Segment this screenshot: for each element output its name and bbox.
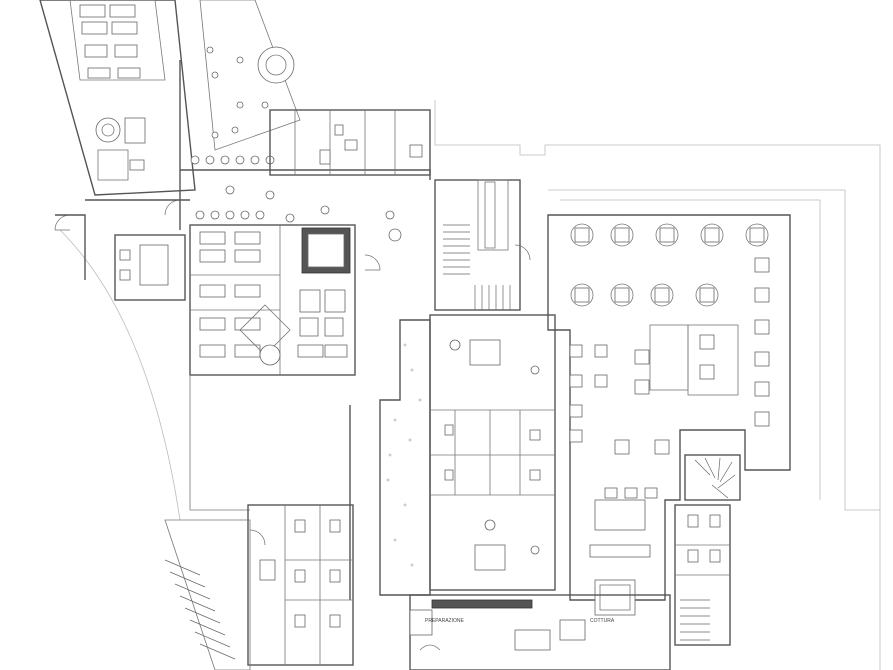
toilet-block-east (674, 504, 731, 646)
staircase-north (434, 179, 531, 311)
kitchen: PREPARAZIONE COTTURA (409, 594, 671, 670)
toilet-block-south (247, 504, 354, 666)
foyer (54, 0, 431, 280)
room-label-cottura: COTTURA (590, 618, 615, 624)
staircase-south-west (164, 519, 251, 670)
staircase-east (684, 454, 741, 501)
corridor-ramp (189, 319, 431, 600)
office-block (114, 224, 381, 376)
room-label-preparazione: PREPARAZIONE (425, 618, 464, 624)
toilet-block-north (269, 109, 431, 176)
central-rooms (429, 314, 556, 591)
dining-hall (547, 214, 791, 616)
site-boundary (59, 100, 881, 670)
spa-wing (39, 0, 196, 196)
